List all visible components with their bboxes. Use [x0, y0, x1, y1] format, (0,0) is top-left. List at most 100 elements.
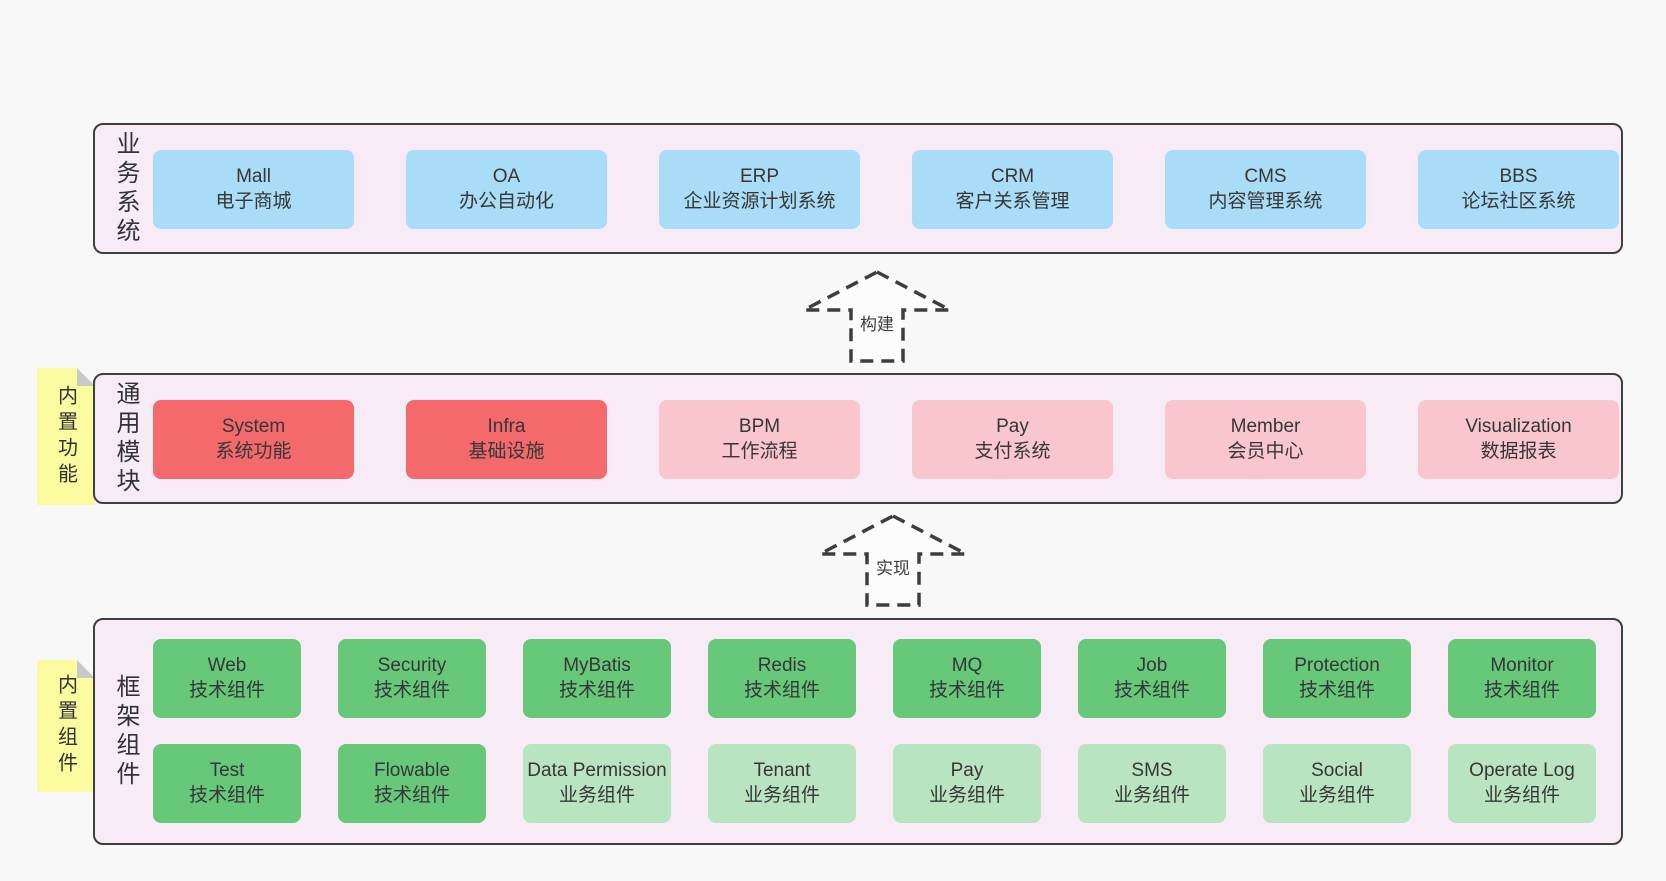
- box-subtitle: 系统功能: [215, 440, 292, 462]
- box-system: System 系统功能: [153, 400, 354, 479]
- box-subtitle: 支付系统: [974, 440, 1051, 462]
- box-title: Pay: [950, 759, 984, 781]
- sticky-note-label: 内置组件: [54, 674, 77, 778]
- up-arrow-shape: [803, 270, 951, 363]
- box-title: Visualization: [1465, 415, 1572, 437]
- box-subtitle: 技术组件: [743, 679, 820, 701]
- box-sms: SMS 业务组件: [1078, 744, 1226, 823]
- box-subtitle: 业务组件: [1483, 784, 1560, 806]
- box-data-permission: Data Permission 业务组件: [523, 744, 671, 823]
- box-subtitle: 技术组件: [188, 784, 265, 806]
- box-flowable: Flowable 技术组件: [338, 744, 486, 823]
- box-job: Job 技术组件: [1078, 639, 1226, 718]
- box-subtitle: 企业资源计划系统: [683, 190, 836, 212]
- box-infra: Infra 基础设施: [406, 400, 607, 479]
- box-pay-system: Pay 支付系统: [912, 400, 1113, 479]
- panel-business-systems: 业务系统 Mall 电子商城 OA 办公自动化 ERP 企业资源计划系统 CRM…: [93, 123, 1623, 254]
- box-title: Pay: [996, 415, 1029, 437]
- box-title: Test: [209, 759, 245, 781]
- sticky-note-built-in-features: 内置功能: [37, 368, 95, 505]
- box-title: Flowable: [373, 759, 451, 781]
- box-subtitle: 技术组件: [558, 679, 635, 701]
- box-title: ERP: [739, 165, 780, 187]
- box-subtitle: 论坛社区系统: [1461, 190, 1576, 212]
- sticky-note-label: 内置功能: [54, 384, 77, 489]
- box-subtitle: 业务组件: [1298, 784, 1375, 806]
- box-subtitle: 业务组件: [1113, 784, 1190, 806]
- box-title: Redis: [757, 654, 807, 676]
- box-title: Infra: [487, 415, 526, 437]
- box-row: System 系统功能 Infra 基础设施 BPM 工作流程 Pay 支付系统…: [153, 400, 1619, 479]
- box-subtitle: 基础设施: [468, 440, 545, 462]
- sticky-note-built-in-components: 内置组件: [37, 660, 95, 792]
- box-row: Web 技术组件 Security 技术组件 MyBatis 技术组件 Redi…: [153, 639, 1596, 718]
- box-title: BPM: [738, 415, 781, 437]
- box-test: Test 技术组件: [153, 744, 301, 823]
- box-erp: ERP 企业资源计划系统: [659, 150, 860, 229]
- box-crm: CRM 客户关系管理: [912, 150, 1113, 229]
- box-subtitle: 办公自动化: [458, 190, 554, 212]
- box-title: SMS: [1131, 759, 1173, 781]
- box-social: Social 业务组件: [1263, 744, 1411, 823]
- box-subtitle: 技术组件: [1298, 679, 1375, 701]
- box-subtitle: 技术组件: [373, 784, 450, 806]
- up-arrow-implement: 实现: [816, 514, 970, 608]
- box-subtitle: 业务组件: [558, 784, 635, 806]
- box-monitor: Monitor 技术组件: [1448, 639, 1596, 718]
- box-subtitle: 技术组件: [373, 679, 450, 701]
- box-mq: MQ 技术组件: [893, 639, 1041, 718]
- box-row: Test 技术组件 Flowable 技术组件 Data Permission …: [153, 744, 1596, 823]
- box-title: Mall: [236, 165, 271, 187]
- box-subtitle: 工作流程: [721, 440, 798, 462]
- box-subtitle: 电子商城: [215, 190, 292, 212]
- box-bpm: BPM 工作流程: [659, 400, 860, 479]
- box-title: Monitor: [1490, 654, 1554, 676]
- box-title: Operate Log: [1469, 759, 1575, 781]
- up-arrow-build: 构建: [800, 270, 954, 364]
- box-security: Security 技术组件: [338, 639, 486, 718]
- box-visualization: Visualization 数据报表: [1418, 400, 1619, 479]
- box-title: BBS: [1499, 165, 1538, 187]
- box-subtitle: 技术组件: [1113, 679, 1190, 701]
- box-redis: Redis 技术组件: [708, 639, 856, 718]
- box-title: Security: [377, 654, 447, 676]
- arrow-label: 实现: [876, 559, 910, 578]
- box-title: Member: [1230, 415, 1301, 437]
- box-title: CMS: [1244, 165, 1287, 187]
- box-web: Web 技术组件: [153, 639, 301, 718]
- box-title: Web: [207, 654, 247, 676]
- box-cms: CMS 内容管理系统: [1165, 150, 1366, 229]
- box-title: Tenant: [753, 759, 811, 781]
- up-arrow-shape: [819, 514, 967, 607]
- panel-common-modules: 通用模块 System 系统功能 Infra 基础设施 BPM 工作流程 Pay…: [93, 373, 1623, 504]
- box-subtitle: 技术组件: [188, 679, 265, 701]
- box-mybatis: MyBatis 技术组件: [523, 639, 671, 718]
- box-subtitle: 业务组件: [928, 784, 1005, 806]
- box-row: Mall 电子商城 OA 办公自动化 ERP 企业资源计划系统 CRM 客户关系…: [153, 150, 1619, 229]
- box-member: Member 会员中心: [1165, 400, 1366, 479]
- box-subtitle: 内容管理系统: [1208, 190, 1323, 212]
- box-subtitle: 技术组件: [1483, 679, 1560, 701]
- box-title: System: [221, 415, 286, 437]
- box-title: Social: [1311, 759, 1363, 781]
- box-pay-component: Pay 业务组件: [893, 744, 1041, 823]
- box-subtitle: 技术组件: [928, 679, 1005, 701]
- box-title: MQ: [951, 654, 983, 676]
- box-title: OA: [492, 165, 521, 187]
- box-subtitle: 数据报表: [1480, 440, 1557, 462]
- box-title: MyBatis: [563, 654, 631, 676]
- box-title: Protection: [1294, 654, 1380, 676]
- panel-label: 框架组件: [112, 673, 139, 790]
- panel-label: 业务系统: [112, 130, 139, 247]
- box-subtitle: 业务组件: [743, 784, 820, 806]
- box-title: CRM: [990, 165, 1035, 187]
- box-operate-log: Operate Log 业务组件: [1448, 744, 1596, 823]
- box-title: Job: [1136, 654, 1168, 676]
- box-subtitle: 会员中心: [1227, 440, 1304, 462]
- box-subtitle: 客户关系管理: [955, 190, 1070, 212]
- box-bbs: BBS 论坛社区系统: [1418, 150, 1619, 229]
- box-title: Data Permission: [527, 759, 667, 781]
- panel-label: 通用模块: [112, 380, 139, 497]
- panel-framework-components: 框架组件 Web 技术组件 Security 技术组件 MyBatis 技术组件…: [93, 618, 1623, 845]
